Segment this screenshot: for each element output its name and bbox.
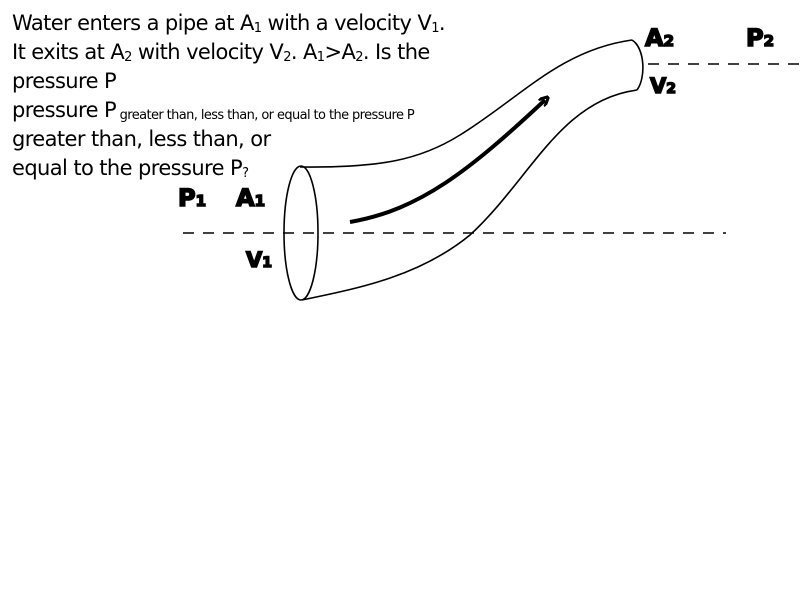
label-v2: V2	[650, 74, 676, 98]
question-text: Water enters a pipe at A1 with a velocit…	[12, 11, 446, 181]
label-a1: A1	[236, 184, 265, 212]
pipe-outlet-opening	[631, 39, 644, 91]
label-p2: P2	[746, 24, 774, 52]
flow-arrow	[349, 100, 545, 224]
pipe-top-wall	[299, 39, 633, 168]
label-p1: P1	[178, 184, 206, 212]
label-v1: V1	[246, 248, 272, 272]
pipe-bottom-wall	[301, 89, 638, 301]
label-a2: A2	[645, 24, 674, 52]
